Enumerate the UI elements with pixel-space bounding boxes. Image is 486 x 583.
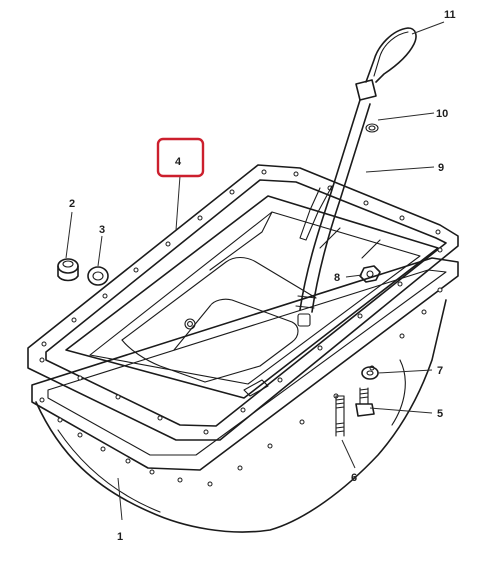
callout-6: 6 [351,472,357,484]
callout-7: 7 [437,365,443,377]
gasket-holes [39,169,443,435]
drain-washer [87,266,109,286]
drain-plug [57,258,79,282]
callout-3: 3 [99,224,105,236]
dipstick-tube [295,79,377,327]
o-ring [365,123,379,133]
stud [335,395,345,437]
callout-4: 4 [175,156,182,168]
leader-lines [65,21,445,521]
nut [359,265,381,283]
callout-5: 5 [437,408,443,420]
callout-2: 2 [69,198,75,210]
callout-1: 1 [117,531,123,543]
callout-11: 11 [444,9,456,21]
bolt [355,387,375,417]
callout-4-highlight-box [156,137,205,178]
pan-flange-holes [39,287,443,487]
callout-10: 10 [436,108,448,120]
baffle-plate [65,195,439,399]
sump-gasket [27,164,459,441]
callout-8: 8 [334,272,340,284]
callout-9: 9 [438,162,444,174]
dipstick-handle [365,27,417,83]
